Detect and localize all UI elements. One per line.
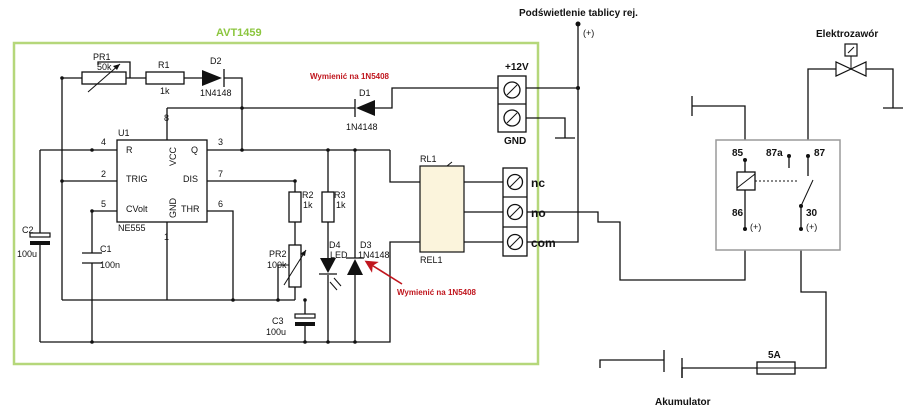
relay-30-polarity: (+) <box>806 222 817 232</box>
pin-q-label: Q <box>191 145 198 155</box>
pin-trig-label: TRIG <box>126 174 148 184</box>
c2-capacitor: C2 100u <box>17 225 51 259</box>
board-wiring <box>39 61 503 344</box>
valve-label: Elektrozawór <box>816 29 878 40</box>
svg-text:RL1: RL1 <box>420 154 437 164</box>
pr1-potentiometer: PR1 50k <box>81 52 127 93</box>
svg-text:PR1: PR1 <box>93 52 111 62</box>
svg-text:1k: 1k <box>303 200 313 210</box>
terminal-gnd-label: GND <box>504 136 526 147</box>
pin-5-number: 5 <box>101 199 106 209</box>
pin-r-label: R <box>126 145 133 155</box>
relay-30-label: 30 <box>806 208 818 219</box>
note-d3-arrow <box>364 260 403 285</box>
r1-resistor: R1 1k <box>145 60 185 96</box>
pin-vcc-label: VCC <box>168 146 178 166</box>
relay-87-label: 87 <box>814 148 826 159</box>
svg-text:1N4148: 1N4148 <box>358 250 390 260</box>
external-wiring <box>526 21 903 378</box>
svg-text:REL1: REL1 <box>420 255 443 265</box>
relay-85-label: 85 <box>732 148 744 159</box>
svg-text:1N4148: 1N4148 <box>200 88 232 98</box>
svg-text:C2: C2 <box>22 225 34 235</box>
pin-thr-label: THR <box>181 204 200 214</box>
fuse-symbol: 5A <box>756 350 796 375</box>
r2-resistor: R2 1k <box>288 190 314 223</box>
svg-text:1k: 1k <box>336 200 346 210</box>
relay-86-polarity: (+) <box>750 222 761 232</box>
svg-text:LED: LED <box>330 250 348 260</box>
svg-text:100u: 100u <box>266 327 286 337</box>
svg-text:D4: D4 <box>329 240 341 250</box>
svg-text:100u: 100u <box>17 249 37 259</box>
c1-capacitor: C1 100n <box>82 244 120 270</box>
board-frame <box>12 41 540 366</box>
svg-text:R1: R1 <box>158 60 170 70</box>
r3-resistor: R3 1k <box>321 190 346 223</box>
pin-cvolt-label: CVolt <box>126 204 148 214</box>
pin-3-number: 3 <box>218 137 223 147</box>
ic-ref: U1 <box>118 128 130 138</box>
svg-text:50k: 50k <box>97 62 112 72</box>
relay-86-label: 86 <box>732 208 744 219</box>
svg-text:R3: R3 <box>334 190 346 200</box>
svg-text:D1: D1 <box>359 88 371 98</box>
svg-text:D2: D2 <box>210 56 222 66</box>
plate-light-label: Podświetlenie tablicy rej. <box>519 8 638 19</box>
svg-text:1N4148: 1N4148 <box>346 122 378 132</box>
terminal-no-label: no <box>531 206 546 220</box>
board-title: AVT1459 <box>216 27 262 39</box>
d2-diode: D2 1N4148 <box>200 56 232 98</box>
svg-text:C3: C3 <box>272 316 284 326</box>
relay-terminal-block: nc no com <box>502 167 556 257</box>
terminal-plus12-label: +12V <box>505 62 529 73</box>
plate-light-polarity: (+) <box>583 28 594 38</box>
rl1-relay: RL1 REL1 <box>419 154 465 265</box>
svg-text:100n: 100n <box>100 260 120 270</box>
battery-label: Akumulator <box>655 397 711 408</box>
note-replace-d1: Wymienić na 1N5408 <box>310 72 390 81</box>
valve-symbol: Elektrozawór <box>816 29 878 77</box>
svg-text:100k: 100k <box>267 260 287 270</box>
svg-text:D3: D3 <box>360 240 372 250</box>
d4-led: D4 LED <box>319 240 348 291</box>
pr2-potentiometer: PR2 100k <box>267 244 307 288</box>
terminal-nc-label: nc <box>531 176 545 190</box>
d1-diode: D1 1N4148 <box>346 88 378 132</box>
pin-6-number: 6 <box>218 199 223 209</box>
svg-text:1k: 1k <box>160 86 170 96</box>
pin-gnd-label: GND <box>168 198 178 219</box>
ic-part: NE555 <box>118 223 146 233</box>
pin-2-number: 2 <box>101 169 106 179</box>
svg-text:R2: R2 <box>302 190 314 200</box>
relay-87a-label: 87a <box>766 148 783 159</box>
note-replace-d3: Wymienić na 1N5408 <box>397 288 477 297</box>
svg-text:C1: C1 <box>100 244 112 254</box>
svg-text:PR2: PR2 <box>269 249 287 259</box>
pin-4-number: 4 <box>101 137 106 147</box>
replacement-notes: Wymienić na 1N5408 Wymienić na 1N5408 <box>310 72 477 297</box>
battery-symbol: Akumulator <box>655 350 711 408</box>
power-terminal-block: +12V GND <box>497 62 529 147</box>
pin-dis-label: DIS <box>183 174 198 184</box>
ic-ne555: U1 NE555 R TRIG CVolt Q DIS THR VCC GND … <box>101 113 223 242</box>
pin-7-number: 7 <box>218 169 223 179</box>
c3-capacitor: C3 100u <box>266 313 316 337</box>
d3-diode: D3 1N4148 <box>346 240 390 275</box>
terminal-com-label: com <box>531 236 556 250</box>
fuse-label: 5A <box>768 350 781 361</box>
automotive-relay: 85 87a 87 86 30 (+) (+) <box>715 139 841 251</box>
